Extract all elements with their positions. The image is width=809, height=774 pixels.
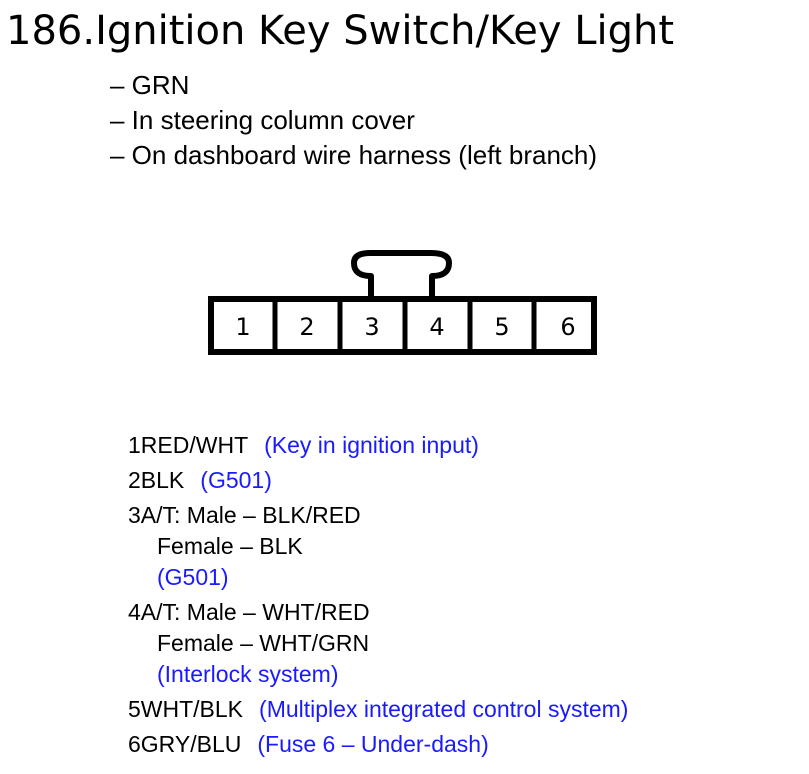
pin-3-female: Female – BLK — [128, 531, 628, 562]
page-title: 186.Ignition Key Switch/Key Light — [6, 8, 675, 54]
pin-wire: WHT/BLK — [140, 696, 244, 722]
pin-2-row: 2BLK (G501) — [128, 465, 628, 496]
pin-wire: Female – WHT/GRN — [157, 630, 370, 656]
pin-number: 2 — [128, 467, 141, 493]
connector-latch — [351, 250, 452, 299]
pin-wire: GRY/BLU — [140, 731, 242, 757]
pin-note: (G501) — [157, 564, 229, 590]
pin-4-row: 4A/T: Male – WHT/RED — [128, 597, 628, 628]
pin-5-label: 5 — [494, 313, 509, 341]
pin-wire: A/T: Male – WHT/RED — [140, 599, 370, 625]
pin-1-row: 1RED/WHT (Key in ignition input) — [128, 430, 628, 461]
pin-4-note: (Interlock system) — [128, 659, 628, 690]
connector-location: – In steering column cover — [110, 105, 415, 135]
connector-diagram: 1 2 3 4 5 6 — [208, 250, 597, 355]
pin-wire: RED/WHT — [140, 432, 249, 458]
pin-wire: Female – BLK — [157, 533, 303, 559]
pin-6-row: 6GRY/BLU (Fuse 6 – Under-dash) — [128, 729, 628, 760]
pin-number: 4 — [128, 599, 141, 625]
pin-6-label: 6 — [560, 313, 575, 341]
pin-number: 5 — [128, 696, 141, 722]
connector-info-list: – GRN – In steering column cover – On da… — [110, 68, 597, 173]
pin-note: (Multiplex integrated control system) — [259, 696, 629, 722]
pin-3-label: 3 — [364, 313, 379, 341]
pin-number: 1 — [128, 432, 141, 458]
pin-note: (Fuse 6 – Under-dash) — [257, 731, 489, 757]
pin-note: (Key in ignition input) — [264, 432, 479, 458]
pin-1-label: 1 — [235, 313, 250, 341]
pin-number: 3 — [128, 502, 141, 528]
pin-wire: A/T: Male – BLK/RED — [140, 502, 361, 528]
pin-4-label: 4 — [429, 313, 444, 341]
pin-note: (G501) — [200, 467, 272, 493]
pin-note: (Interlock system) — [157, 661, 339, 687]
pin-3-note: (G501) — [128, 562, 628, 593]
pin-2-label: 2 — [299, 313, 314, 341]
pinout-list: 1RED/WHT (Key in ignition input) 2BLK (G50… — [128, 430, 628, 760]
connector-color: – GRN — [110, 70, 190, 100]
pin-number: 6 — [128, 731, 141, 757]
pin-3-row: 3A/T: Male – BLK/RED — [128, 500, 628, 531]
connector-harness: – On dashboard wire harness (left branch… — [110, 140, 598, 170]
pin-wire: BLK — [140, 467, 185, 493]
pin-4-female: Female – WHT/GRN — [128, 628, 628, 659]
pin-5-row: 5WHT/BLK (Multiplex integrated control sy… — [128, 694, 628, 725]
